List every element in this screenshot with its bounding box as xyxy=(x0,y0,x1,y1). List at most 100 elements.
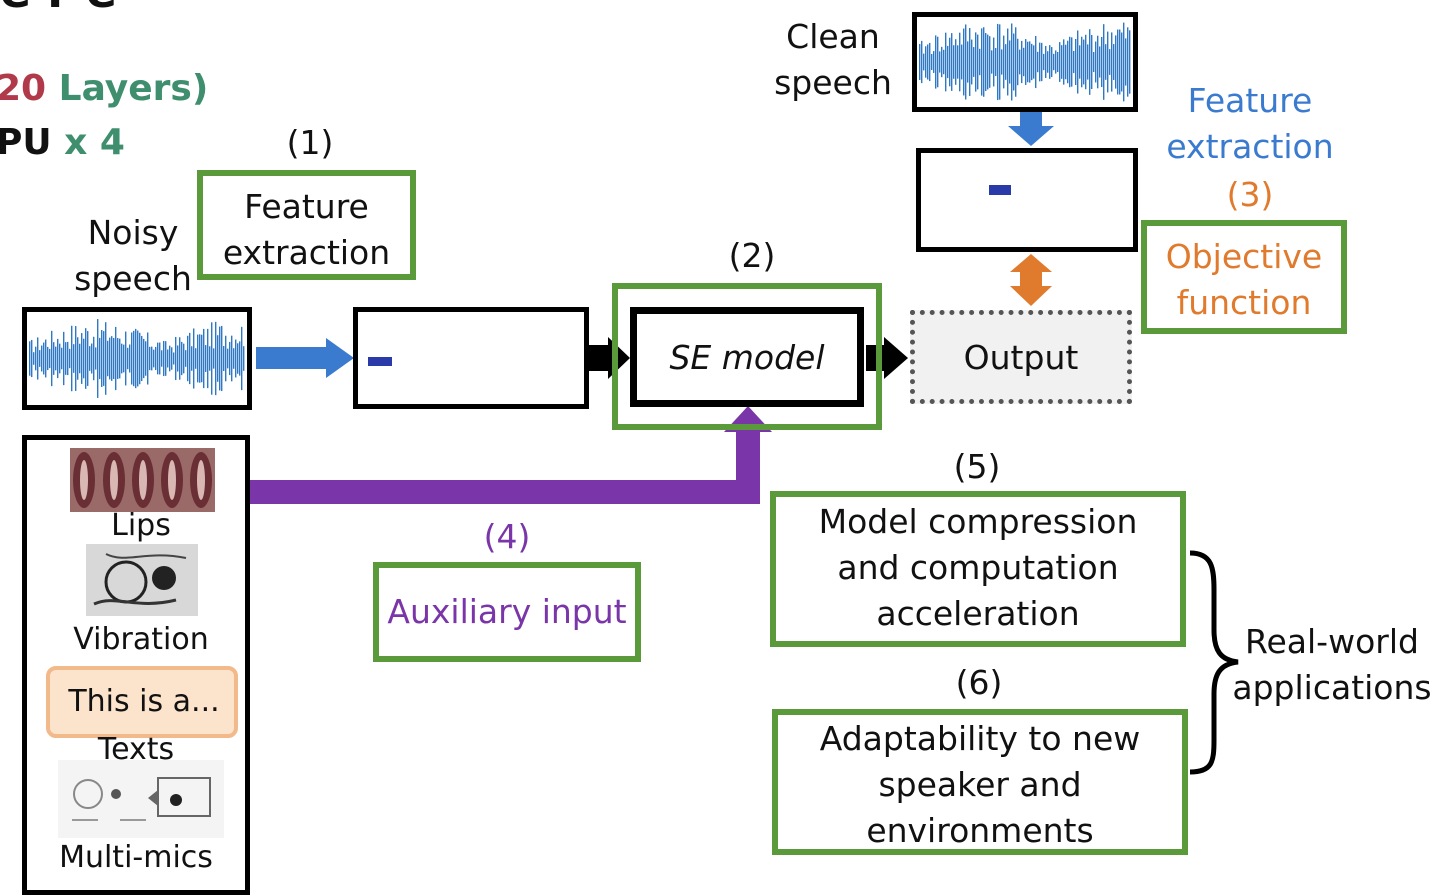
waveform-bar xyxy=(113,337,115,380)
waveform-bar xyxy=(221,325,223,392)
waveform-bar xyxy=(151,346,153,371)
feature-extraction-blue: Feature extraction xyxy=(1158,78,1342,170)
waveform-bar xyxy=(181,341,183,376)
waveform-bar xyxy=(111,336,113,381)
model-compression-text: Model compression and computation accele… xyxy=(770,499,1186,637)
waveform-bar xyxy=(159,342,161,375)
waveform-bar xyxy=(77,337,79,380)
step-6-label: (6) xyxy=(955,663,1003,702)
waveform-bar xyxy=(981,28,983,96)
clean-line2: speech xyxy=(774,63,892,102)
se-model-label: SE model xyxy=(669,338,825,377)
waveform-bar xyxy=(1105,44,1107,80)
waveform-bar xyxy=(1043,53,1045,71)
waveform-bar xyxy=(47,346,49,371)
adaptability-text: Adaptability to new speaker and environm… xyxy=(772,716,1188,854)
waveform-bar xyxy=(985,32,987,92)
waveform-bar xyxy=(135,328,137,389)
waveform-bar xyxy=(217,335,219,382)
waveform-bar xyxy=(137,330,139,387)
waveform-bar xyxy=(1009,40,1011,84)
text-bubble-label: This is a... xyxy=(68,684,220,719)
waveform-bar xyxy=(1071,37,1073,87)
waveform-bar xyxy=(165,341,167,376)
waveform-bar xyxy=(1075,38,1077,86)
waveform-bar xyxy=(183,343,185,374)
waveform-bar xyxy=(1095,41,1097,83)
waveform-bar xyxy=(149,346,151,371)
waveform-bar xyxy=(1115,35,1117,89)
layers-label: Layers) xyxy=(58,68,209,109)
multi-mic-diagram-image xyxy=(58,760,224,838)
waveform-bar xyxy=(139,332,141,385)
waveform-bar xyxy=(1029,41,1031,83)
multi-mic-icon xyxy=(72,777,211,821)
waveform-bar xyxy=(1039,42,1041,82)
waveform-bar xyxy=(73,344,75,373)
waveform-bar xyxy=(1101,36,1103,88)
waveform-bar xyxy=(51,330,53,387)
waveform-bar xyxy=(1049,45,1051,79)
waveform-bar xyxy=(53,342,55,375)
waveform-bar xyxy=(231,335,233,382)
waveform-bar xyxy=(1099,46,1101,78)
waveform-bar xyxy=(133,330,135,387)
waveform-bar xyxy=(1013,33,1015,91)
waveform-bar xyxy=(1121,32,1123,92)
waveform-bar xyxy=(1125,38,1127,86)
waveform-bar xyxy=(927,44,929,80)
waveform-bar xyxy=(943,49,945,75)
feature-extraction-text: Feature extraction xyxy=(197,184,416,276)
waveform-bar xyxy=(163,340,165,377)
objective-line1: Objective xyxy=(1165,237,1323,276)
waveform-bar xyxy=(979,48,981,76)
header-title-fragment: e r e xyxy=(0,0,117,14)
waveform-bar xyxy=(107,340,109,377)
curly-brace xyxy=(1189,550,1239,775)
waveform-bar xyxy=(91,343,93,374)
waveform-bar xyxy=(119,338,121,379)
waveform-bar xyxy=(87,331,89,386)
waveform-bar xyxy=(241,326,243,391)
waveform-bar xyxy=(211,322,213,395)
waveform-bar xyxy=(191,346,193,371)
waveform-bar xyxy=(937,36,939,88)
waveform-bar xyxy=(1067,40,1069,84)
waveform-bar xyxy=(99,337,101,380)
waveform-bar xyxy=(931,53,933,71)
waveform-bar xyxy=(103,331,105,386)
output-label: Output xyxy=(963,338,1079,377)
waveform-bar xyxy=(1129,30,1131,94)
waveform-bar xyxy=(1079,45,1081,79)
waveform-bar xyxy=(1061,45,1063,79)
waveform-bar xyxy=(923,53,925,71)
scroll-icon xyxy=(46,666,238,738)
real-world-label: Real-world applications xyxy=(1226,619,1438,711)
waveform-bar xyxy=(215,321,217,396)
waveform-bar xyxy=(1051,47,1053,77)
waveform-bar xyxy=(971,39,973,85)
layers-line: 20 Layers) xyxy=(0,66,208,112)
feature-extraction-line2: extraction xyxy=(222,233,391,272)
noisy-line2: speech xyxy=(74,259,192,298)
waveform-bar xyxy=(1097,35,1099,89)
waveform-bar xyxy=(189,332,191,385)
waveform-bar xyxy=(1113,44,1115,80)
feature-extraction-box xyxy=(197,170,416,280)
waveform-bar xyxy=(1015,27,1017,97)
step-2-label: (2) xyxy=(728,236,776,275)
waveform-bar xyxy=(161,350,163,367)
model-compression-box xyxy=(770,491,1186,647)
waveform-bar xyxy=(61,347,63,370)
multimics-label: Multi-mics xyxy=(59,840,213,875)
layers-number: 20 xyxy=(0,68,47,109)
waveform-bar xyxy=(227,348,229,369)
waveform-bar xyxy=(1111,32,1113,92)
compression-line2: and computation xyxy=(837,548,1119,587)
feature-extraction-line1: Feature xyxy=(244,187,369,226)
waveform-bar xyxy=(1027,41,1029,83)
adapt-line3: environments xyxy=(866,811,1094,850)
waveform-bar xyxy=(1031,43,1033,81)
step-5-label: (5) xyxy=(953,447,1001,486)
waveform-bar xyxy=(237,343,239,374)
